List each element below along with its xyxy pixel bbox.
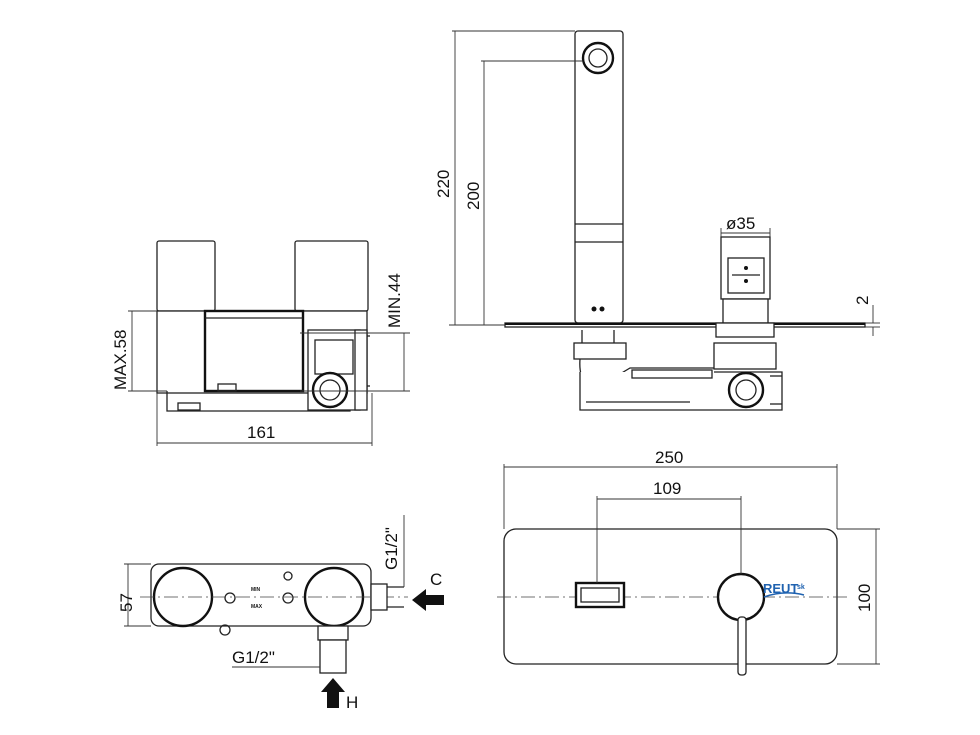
dim-plate-height: 100 bbox=[855, 584, 874, 612]
dim-spout-height: 200 bbox=[464, 182, 483, 210]
label-hot: H bbox=[346, 693, 358, 712]
top-view: MIN MAX 57 G1/2" G1/2" C H bbox=[117, 515, 444, 712]
reut-logo: REUT sk bbox=[763, 581, 805, 598]
label-cold: C bbox=[430, 570, 442, 589]
dim-plate-thickness: 2 bbox=[853, 296, 872, 305]
plate-view: REUT sk 250 109 100 bbox=[497, 448, 880, 676]
dim-total-height: 220 bbox=[434, 170, 453, 198]
dim-body-width: 161 bbox=[247, 423, 275, 442]
min-mark: MIN bbox=[251, 587, 261, 593]
dim-body-max: MAX.58 bbox=[111, 330, 130, 390]
dim-plate-width: 250 bbox=[655, 448, 683, 467]
logo-suffix: sk bbox=[797, 584, 805, 591]
max-mark: MAX bbox=[251, 604, 263, 610]
dim-body-min: MIN.44 bbox=[385, 273, 404, 328]
dim-inlet-bottom: G1/2" bbox=[232, 648, 275, 667]
front-view: MAX.58 MIN.44 161 bbox=[111, 240, 410, 446]
side-view: 220 200 ø35 2 bbox=[434, 30, 880, 411]
dim-body-depth: 57 bbox=[117, 593, 136, 612]
dim-handle-diameter: ø35 bbox=[726, 214, 755, 233]
dim-handle-offset: 109 bbox=[653, 479, 681, 498]
dim-inlet-right: G1/2" bbox=[382, 527, 401, 570]
